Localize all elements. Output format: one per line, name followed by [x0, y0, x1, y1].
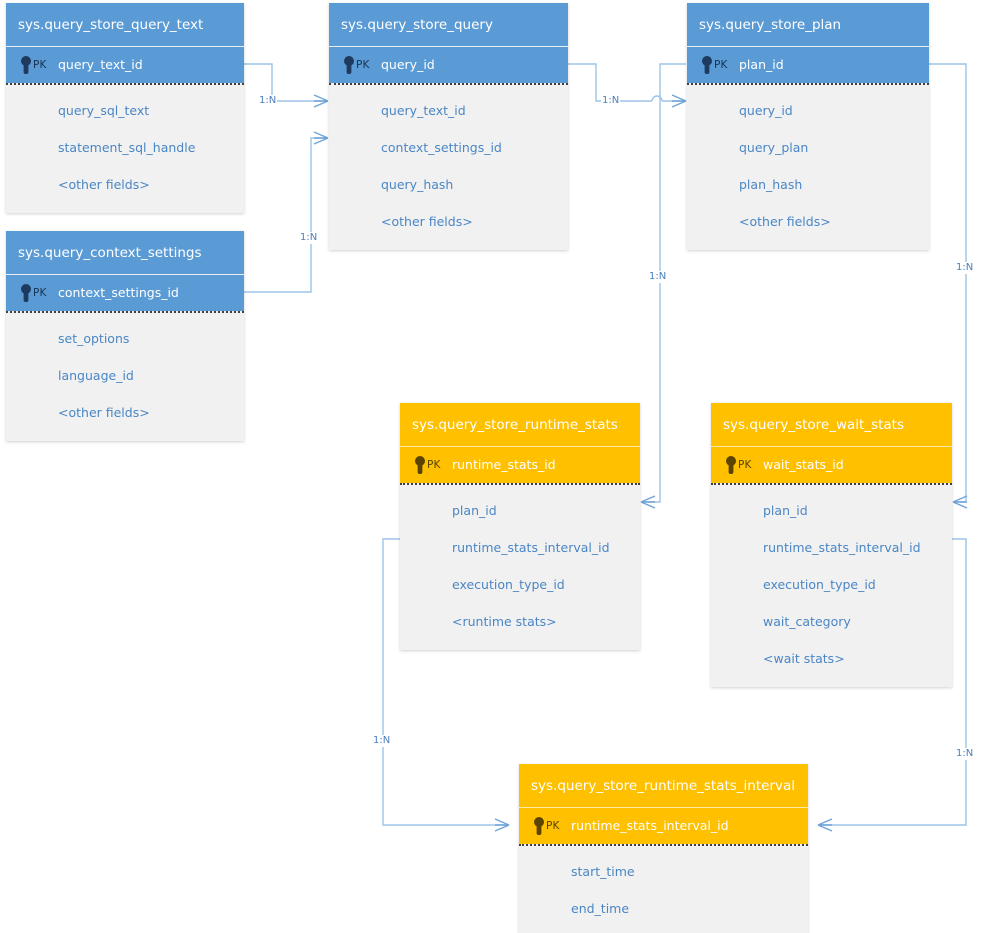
entity-field: statement_sql_handle	[58, 140, 196, 155]
entity-field: <wait stats>	[763, 651, 845, 666]
key-icon	[702, 56, 712, 74]
entity-field: plan_id	[452, 503, 497, 518]
entity-field: runtime_stats_interval_id	[763, 540, 921, 555]
entity-field-list: set_options language_id <other fields>	[6, 313, 244, 441]
entity-field: language_id	[58, 368, 134, 383]
key-icon	[726, 456, 736, 474]
pk-divider	[400, 483, 640, 485]
entity-field: query_sql_text	[58, 103, 150, 118]
relationship-line-ctx-query	[244, 137, 326, 293]
entity-field: start_time	[571, 864, 635, 879]
entity-primary-key-row[interactable]: PK runtime_stats_interval_id	[519, 808, 808, 844]
pk-tag: PK	[714, 59, 728, 71]
entity-primary-key-row[interactable]: PK context_settings_id	[6, 275, 244, 311]
pk-divider	[6, 311, 244, 313]
pk-tag: PK	[546, 820, 560, 832]
pk-field-name: runtime_stats_interval_id	[571, 818, 729, 833]
entity-primary-key-row[interactable]: PK wait_stats_id	[711, 447, 952, 483]
entity-primary-key-row[interactable]: PK runtime_stats_id	[400, 447, 640, 483]
entity-primary-key-row[interactable]: PK query_id	[329, 47, 568, 83]
pk-divider	[711, 483, 952, 485]
pk-divider	[519, 844, 808, 846]
entity-field: query_hash	[381, 177, 454, 192]
entity-query-store-runtime-stats-interval[interactable]: sys.query_store_runtime_stats_interval P…	[519, 764, 808, 933]
entity-field: <other fields>	[58, 405, 150, 420]
entity-field: <runtime stats>	[452, 614, 557, 629]
pk-field-name: runtime_stats_id	[452, 457, 556, 472]
entity-field: wait_category	[763, 614, 851, 629]
entity-primary-key-row[interactable]: PK plan_id	[687, 47, 929, 83]
entity-field: execution_type_id	[452, 577, 565, 592]
pk-field-name: plan_id	[739, 57, 784, 72]
pk-tag: PK	[33, 59, 47, 71]
pk-divider	[6, 83, 244, 85]
cardinality-label-interval-runtime: 1:N	[372, 735, 392, 747]
pk-divider	[687, 83, 929, 85]
pk-field-name: query_text_id	[58, 57, 143, 72]
entity-query-store-plan[interactable]: sys.query_store_plan PK plan_id query_id…	[687, 3, 929, 250]
entity-primary-key-row[interactable]: PK query_text_id	[6, 47, 244, 83]
entity-title: sys.query_store_query_text	[6, 3, 244, 47]
entity-title: sys.query_store_runtime_stats	[400, 403, 640, 447]
entity-field-list: plan_id runtime_stats_interval_id execut…	[400, 485, 640, 650]
entity-field: query_id	[739, 103, 793, 118]
key-icon	[415, 456, 425, 474]
entity-field: query_plan	[739, 140, 809, 155]
key-icon	[21, 56, 31, 74]
pk-field-name: context_settings_id	[58, 285, 179, 300]
entity-field: context_settings_id	[381, 140, 502, 155]
entity-field: <other fields>	[381, 214, 473, 229]
entity-title: sys.query_store_runtime_stats_interval	[519, 764, 808, 808]
entity-field: set_options	[58, 331, 130, 346]
cardinality-label-interval-wait: 1:N	[955, 748, 975, 760]
cardinality-label-query-plan: 1:N	[601, 95, 621, 107]
pk-field-name: wait_stats_id	[763, 457, 844, 472]
entity-title: sys.query_store_wait_stats	[711, 403, 952, 447]
relationship-line-plan-runtime	[643, 63, 686, 503]
cardinality-label-ctx-query: 1:N	[299, 232, 319, 244]
entity-field: runtime_stats_interval_id	[452, 540, 610, 555]
entity-field-list: query_id query_plan plan_hash <other fie…	[687, 85, 929, 250]
entity-field: <other fields>	[58, 177, 150, 192]
entity-field-list: start_time end_time	[519, 846, 808, 933]
entity-field: <other fields>	[739, 214, 831, 229]
entity-field: end_time	[571, 901, 630, 916]
entity-field-list: plan_id runtime_stats_interval_id execut…	[711, 485, 952, 687]
cardinality-label-text-query: 1:N	[258, 95, 278, 107]
pk-divider	[329, 83, 568, 85]
entity-field-list: query_text_id context_settings_id query_…	[329, 85, 568, 250]
key-icon	[21, 284, 31, 302]
pk-tag: PK	[33, 287, 47, 299]
entity-title: sys.query_context_settings	[6, 231, 244, 275]
entity-field-list: query_sql_text statement_sql_handle <oth…	[6, 85, 244, 213]
pk-field-name: query_id	[381, 57, 435, 72]
pk-tag: PK	[356, 59, 370, 71]
entity-query-store-wait-stats[interactable]: sys.query_store_wait_stats PK wait_stats…	[711, 403, 952, 687]
key-icon	[534, 817, 544, 835]
entity-query-store-runtime-stats[interactable]: sys.query_store_runtime_stats PK runtime…	[400, 403, 640, 650]
cardinality-label-plan-runtime: 1:N	[648, 271, 668, 283]
entity-field: query_text_id	[381, 103, 466, 118]
entity-query-store-query[interactable]: sys.query_store_query PK query_id query_…	[329, 3, 568, 250]
entity-title: sys.query_store_plan	[687, 3, 929, 47]
cardinality-label-plan-wait: 1:N	[955, 262, 975, 274]
entity-query-store-query-text[interactable]: sys.query_store_query_text PK query_text…	[6, 3, 244, 213]
key-icon	[344, 56, 354, 74]
entity-field: plan_hash	[739, 177, 803, 192]
pk-tag: PK	[738, 459, 752, 471]
entity-title: sys.query_store_query	[329, 3, 568, 47]
entity-query-context-settings[interactable]: sys.query_context_settings PK context_se…	[6, 231, 244, 441]
entity-field: execution_type_id	[763, 577, 876, 592]
pk-tag: PK	[427, 459, 441, 471]
entity-field: plan_id	[763, 503, 808, 518]
relationship-line-text-query	[244, 63, 326, 102]
